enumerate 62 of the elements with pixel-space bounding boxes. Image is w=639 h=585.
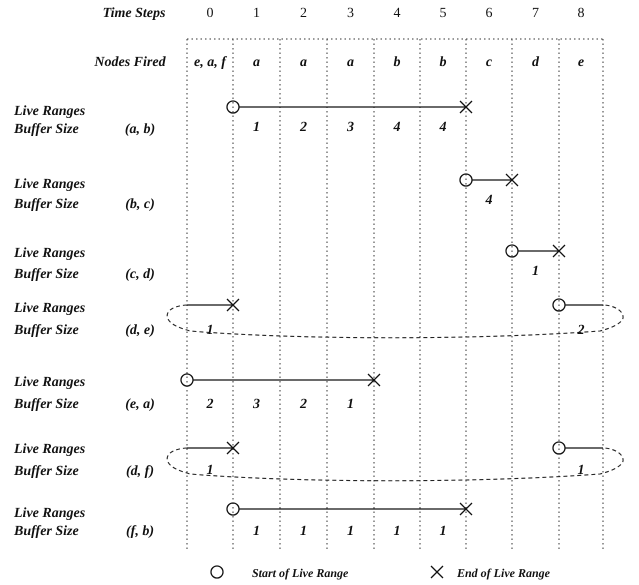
buffer-size-value: 1 <box>253 121 260 135</box>
time-step-number: 6 <box>486 7 492 21</box>
buffer-size-value: 3 <box>253 398 260 412</box>
edge-pair-label: (d, e) <box>125 324 155 338</box>
buffer-size-value: 4 <box>394 121 400 135</box>
edge-pair-label: (e, a) <box>125 398 155 412</box>
time-step-number: 5 <box>440 7 446 21</box>
buffer-size-value: 1 <box>253 525 260 539</box>
buffer-size-value: 1 <box>300 525 307 539</box>
legend-text: Start of Live Range <box>252 567 348 579</box>
row-label: Buffer Size <box>14 198 79 212</box>
buffer-size-value: 4 <box>440 121 446 135</box>
edge-pair-label: (c, d) <box>125 268 155 282</box>
fired-node-name: a <box>347 56 354 70</box>
row-label: Live Ranges <box>14 302 86 316</box>
fired-node-name: e <box>578 56 584 70</box>
buffer-size-value: 4 <box>486 194 492 208</box>
buffer-size-value: 2 <box>206 398 214 412</box>
row-label: Buffer Size <box>14 398 79 412</box>
buffer-size-value: 2 <box>300 398 307 412</box>
row-label: Live Ranges <box>14 247 86 261</box>
fired-node-name: b <box>440 56 446 70</box>
fired-node-name: e, a, f <box>194 56 226 70</box>
row-label: Live Ranges <box>14 507 86 521</box>
time-step-number: 2 <box>300 7 307 21</box>
edge-pair-label: (a, b) <box>124 123 156 137</box>
row-label: Buffer Size <box>14 324 79 338</box>
row-label: Live Ranges <box>14 443 86 457</box>
time-step-number: 1 <box>253 7 260 21</box>
column-header: Time Steps <box>102 7 166 21</box>
row-label: Live Ranges <box>14 105 86 119</box>
buffer-size-value: 1 <box>206 464 214 478</box>
time-step-number: 7 <box>532 7 539 21</box>
buffer-size-value: 1 <box>347 525 354 539</box>
row-header: Nodes Fired <box>94 56 166 70</box>
buffer-size-value: 1 <box>440 525 446 539</box>
buffer-size-value: 2 <box>300 121 307 135</box>
row-label: Live Ranges <box>14 178 86 192</box>
buffer-size-value: 3 <box>347 121 354 135</box>
edge-pair-label: (b, c) <box>125 198 155 212</box>
buffer-size-value: 2 <box>578 324 584 338</box>
fired-node-name: a <box>253 56 260 70</box>
legend-text: End of Live Range <box>457 567 550 579</box>
time-step-number: 8 <box>578 7 584 21</box>
edge-pair-label: (f, b) <box>126 525 154 539</box>
edge-pair-label: (d, f) <box>126 465 154 479</box>
time-step-number: 4 <box>394 7 400 21</box>
row-label: Live Ranges <box>14 376 86 390</box>
time-step-number: 3 <box>347 7 354 21</box>
time-step-number: 0 <box>206 7 214 21</box>
fired-node-name: b <box>394 56 400 70</box>
buffer-size-value: 1 <box>394 525 400 539</box>
row-label: Buffer Size <box>14 123 79 137</box>
fired-node-name: a <box>300 56 307 70</box>
buffer-size-value: 1 <box>532 265 539 279</box>
fired-node-name: d <box>532 56 539 70</box>
row-label: Buffer Size <box>14 268 79 282</box>
row-label: Buffer Size <box>14 465 79 479</box>
row-label: Buffer Size <box>14 525 79 539</box>
buffer-size-value: 1 <box>578 464 584 478</box>
buffer-size-value: 1 <box>347 398 354 412</box>
fired-node-name: c <box>486 56 492 70</box>
